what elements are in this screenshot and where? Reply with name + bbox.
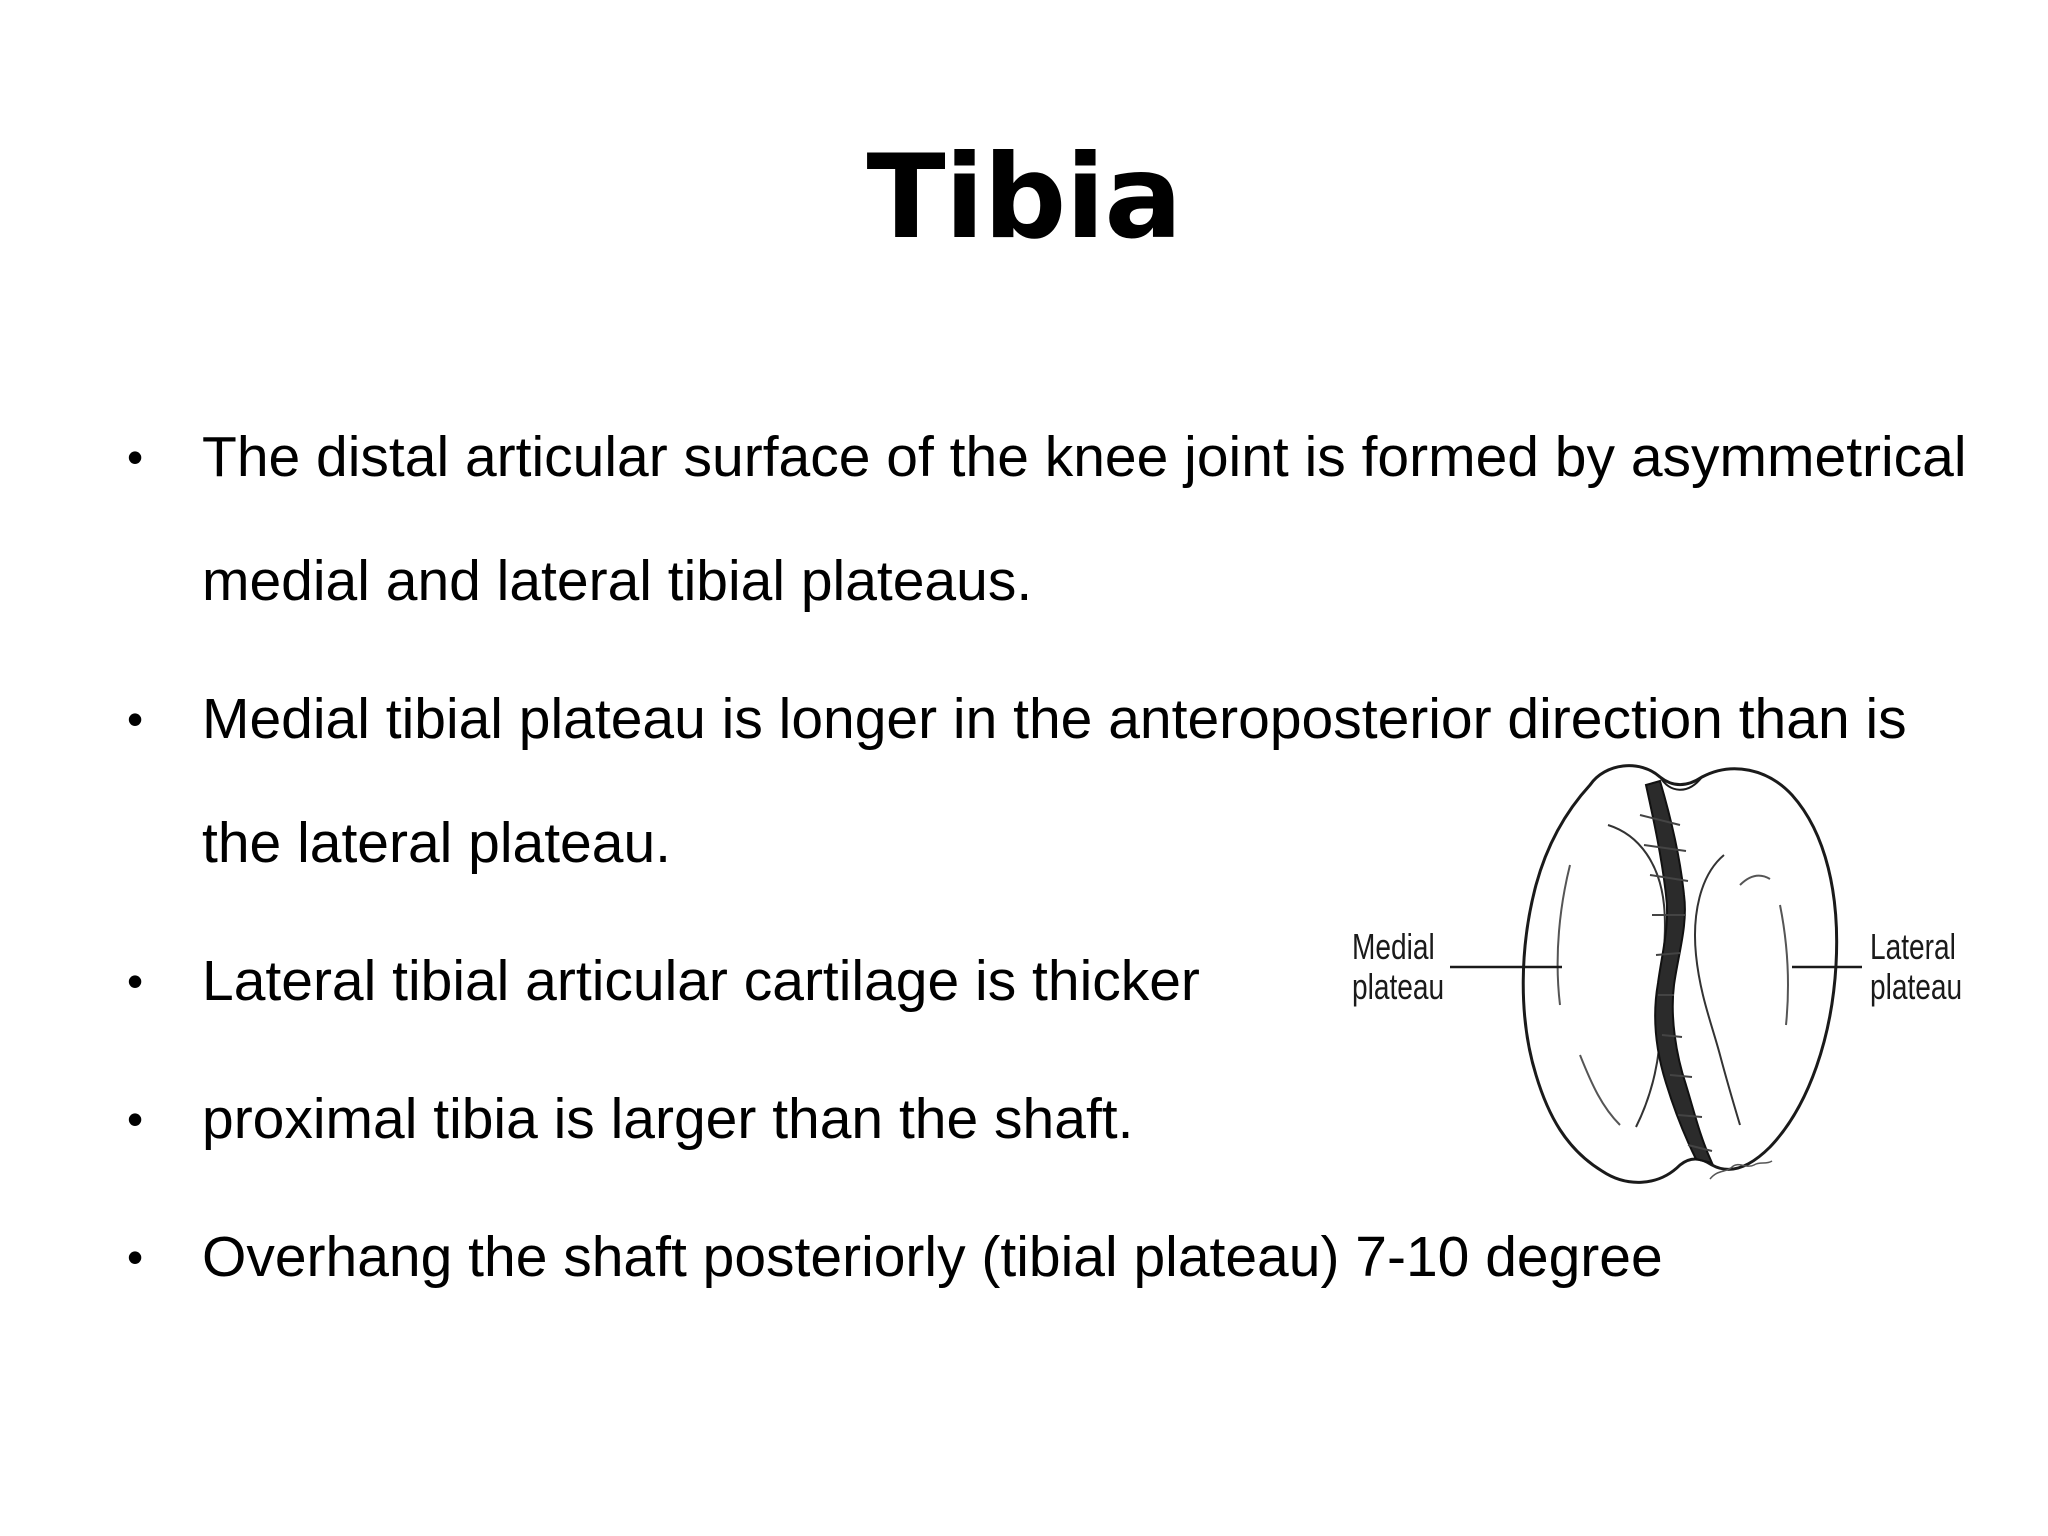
bullet-item: • Overhang the shaft posteriorly (tibial… xyxy=(120,1195,2000,1319)
bullet-list: • The distal articular surface of the kn… xyxy=(120,395,2000,1333)
tibial-plateau-drawing xyxy=(1450,764,1862,1184)
bullet-text: Overhang the shaft posteriorly (tibial p… xyxy=(202,1225,1663,1289)
medial-plateau-label: Medial plateau xyxy=(1352,926,1445,1007)
bullet-text: Lateral tibial articular cartilage is th… xyxy=(202,949,1200,1013)
bullet-dot: • xyxy=(126,1093,144,1145)
hatching xyxy=(1639,814,1713,1152)
lateral-plateau-contour xyxy=(1694,854,1741,1126)
bullet-dot: • xyxy=(126,1231,144,1283)
bullet-text: Medial tibial plateau is longer in the a… xyxy=(202,687,1907,875)
bullet-dot: • xyxy=(126,693,144,745)
bullet-item: • The distal articular surface of the kn… xyxy=(120,395,2000,643)
lateral-plateau-shading xyxy=(1739,874,1789,1026)
tibial-plateau-illustration: Medial plateau Lateral plateau xyxy=(1340,755,1980,1215)
medial-plateau-shading xyxy=(1556,864,1621,1126)
bullet-item: • Lateral tibial articular cartilage is … xyxy=(120,919,1492,1043)
intercondylar-region xyxy=(1644,779,1714,1165)
lateral-plateau-label: Lateral plateau xyxy=(1870,926,1963,1007)
bullet-text: proximal tibia is larger than the shaft. xyxy=(202,1087,1134,1151)
artist-signature xyxy=(1709,1160,1773,1180)
bullet-text: The distal articular surface of the knee… xyxy=(202,425,1967,613)
slide-title: Tibia xyxy=(866,130,1183,265)
medial-plateau-contour xyxy=(1607,824,1666,1128)
bullet-item: • proximal tibia is larger than the shaf… xyxy=(120,1057,1492,1181)
plateau-outline xyxy=(1521,764,1839,1184)
bullet-dot: • xyxy=(126,955,144,1007)
bullet-item: • Medial tibial plateau is longer in the… xyxy=(120,657,2000,905)
bullet-dot: • xyxy=(126,431,144,483)
posterior-notch xyxy=(1659,776,1703,791)
